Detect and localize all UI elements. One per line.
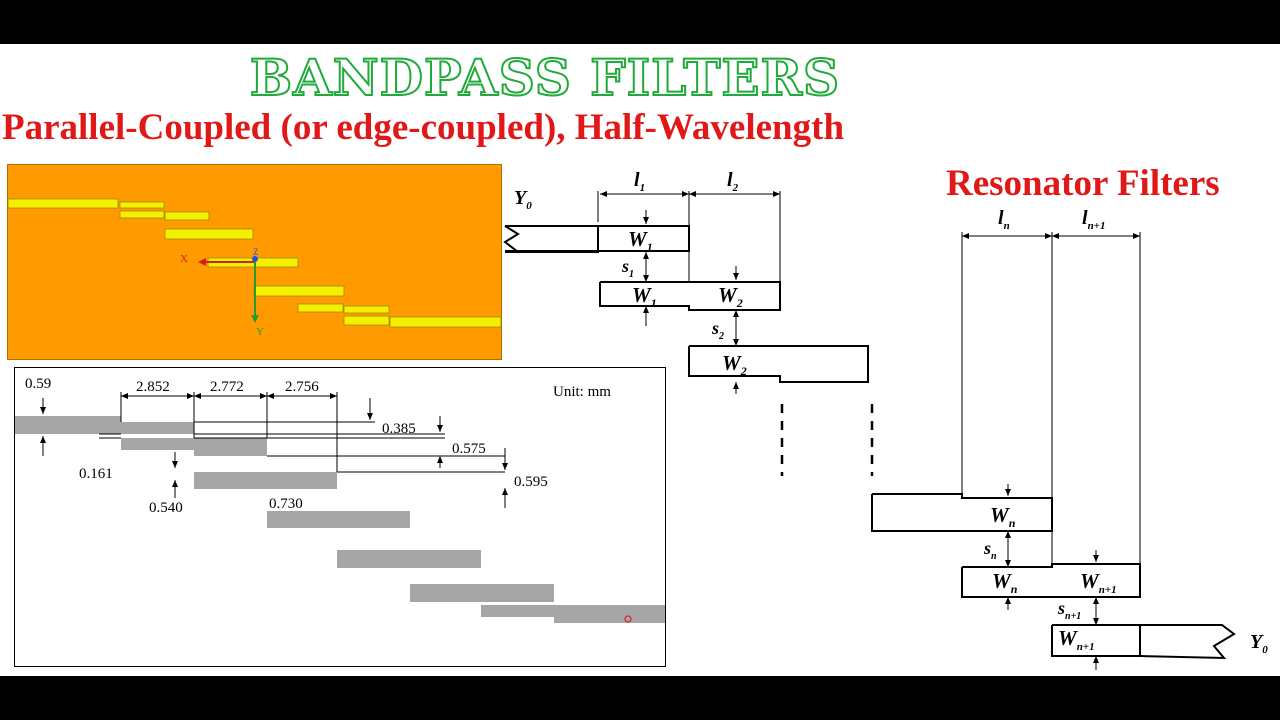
length-label-3: 2.756	[285, 379, 319, 395]
label-ln1: ln+1	[1082, 207, 1105, 232]
label-ln: ln	[998, 207, 1010, 232]
gap-label-3: 0.595	[514, 474, 548, 490]
label-y0-out: Y0	[1250, 631, 1268, 656]
label-w2-bottom: W2	[722, 351, 747, 378]
strip-feed-out	[389, 316, 501, 328]
axis-y-label: Y	[256, 326, 264, 338]
gap-label-2: 0.575	[452, 441, 486, 457]
dimension-drawing: Unit: mm 0.59 2.852 2.772 2.756 0.385 0.…	[14, 367, 666, 667]
label-sn: sn	[983, 538, 997, 562]
label-l2: l2	[727, 169, 739, 194]
slide-title: BANDPASS FILTERS	[249, 47, 841, 108]
strip-5c	[343, 315, 390, 326]
label-wn1-mid: Wn+1	[1080, 569, 1117, 596]
gap-label-1: 0.385	[382, 421, 416, 437]
width-label-1: 0.59	[25, 376, 51, 392]
label-sn1: sn+1	[1057, 598, 1081, 622]
width-label-2: 0.161	[79, 466, 113, 482]
label-s2: s2	[711, 318, 724, 342]
label-w1-top: W1	[628, 227, 653, 254]
strip-5a	[297, 303, 344, 313]
label-s1: s1	[621, 256, 634, 280]
simulation-layout-image: X Y Z	[7, 164, 502, 360]
label-wn-mid: Wn	[992, 569, 1018, 596]
axis-z-label: Z	[253, 247, 259, 257]
filter-schematic: Y0 l1 l2 ln ln+1 W1 s1 W1 W2 s2 W2 Wn sn…	[503, 169, 1268, 670]
gray-strips	[15, 416, 665, 623]
strip-1b	[119, 210, 165, 219]
strip-5b	[343, 305, 390, 314]
label-wn-top: Wn	[990, 503, 1016, 530]
label-w2-mid: W2	[718, 283, 743, 310]
unit-label: Unit: mm	[553, 384, 611, 400]
label-w1-mid: W1	[632, 283, 657, 310]
axis-triad: X Y Z	[180, 247, 264, 338]
strip-1a	[119, 201, 165, 209]
slide: BANDPASS FILTERS Parallel-Coupled (or ed…	[0, 44, 1280, 676]
width-label-3: 0.540	[149, 500, 183, 516]
strip-2a	[164, 211, 210, 221]
strip-feed-in	[8, 198, 119, 209]
subtitle-line2: Resonator Filters	[946, 163, 1220, 204]
width-label-4: 0.730	[269, 496, 303, 512]
label-wn1-bottom: Wn+1	[1058, 626, 1095, 653]
label-l1: l1	[634, 169, 645, 194]
subtitle-line1: Parallel-Coupled (or edge-coupled), Half…	[2, 107, 845, 148]
strip-2b	[164, 228, 254, 240]
label-y0-in: Y0	[514, 187, 532, 212]
length-label-1: 2.852	[136, 379, 170, 395]
axis-x-label: X	[180, 253, 188, 265]
length-label-2: 2.772	[210, 379, 244, 395]
